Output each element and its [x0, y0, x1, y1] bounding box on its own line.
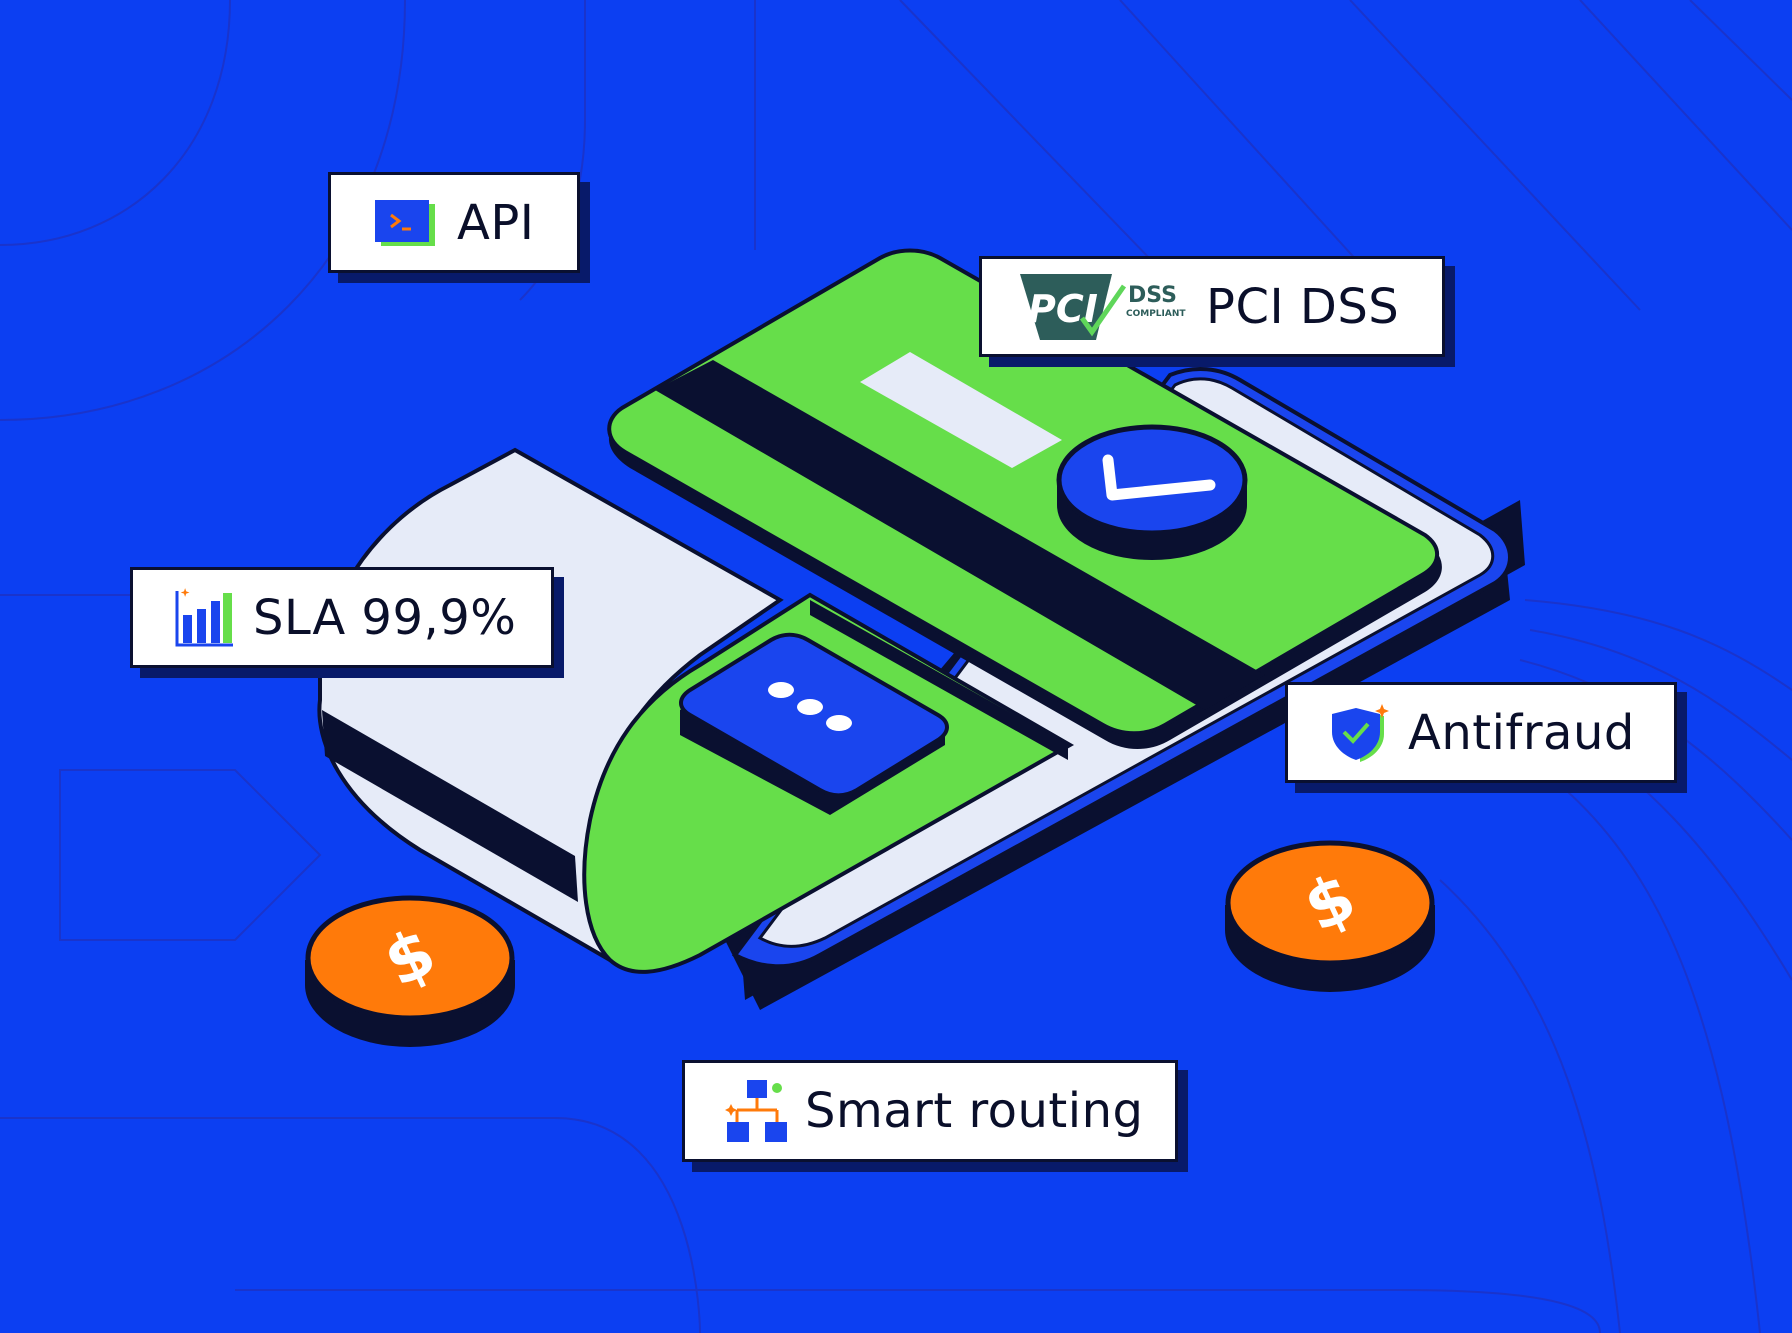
flow-routing-icon	[725, 1080, 787, 1142]
antifraud-label-text: Antifraud	[1408, 704, 1635, 761]
smart-routing-label: Smart routing	[682, 1060, 1178, 1162]
pci-dss-logo: PCI DSS COMPLIANT	[1020, 273, 1186, 340]
pci-dss-label: PCI DSS COMPLIANT PCI DSS	[979, 256, 1445, 357]
api-label: API	[328, 172, 580, 273]
check-badge	[1056, 424, 1248, 560]
dollar-coin: $	[1225, 840, 1435, 992]
pci-dss-label-text: PCI DSS	[1206, 278, 1400, 335]
antifraud-label: Antifraud	[1285, 682, 1677, 783]
terminal-icon	[375, 199, 435, 246]
svg-text:DSS: DSS	[1128, 283, 1177, 308]
sla-label-text: SLA 99,9%	[253, 589, 517, 646]
smart-routing-label-text: Smart routing	[805, 1083, 1144, 1139]
payment-card	[607, 248, 1442, 749]
shield-check-icon	[1332, 703, 1389, 762]
dollar-coin: $	[305, 895, 515, 1047]
bar-chart-icon	[175, 587, 233, 646]
pin-pad-button	[679, 632, 949, 815]
api-label-text: API	[457, 194, 535, 251]
svg-text:COMPLIANT: COMPLIANT	[1126, 309, 1186, 319]
sla-label: SLA 99,9%	[130, 567, 554, 668]
